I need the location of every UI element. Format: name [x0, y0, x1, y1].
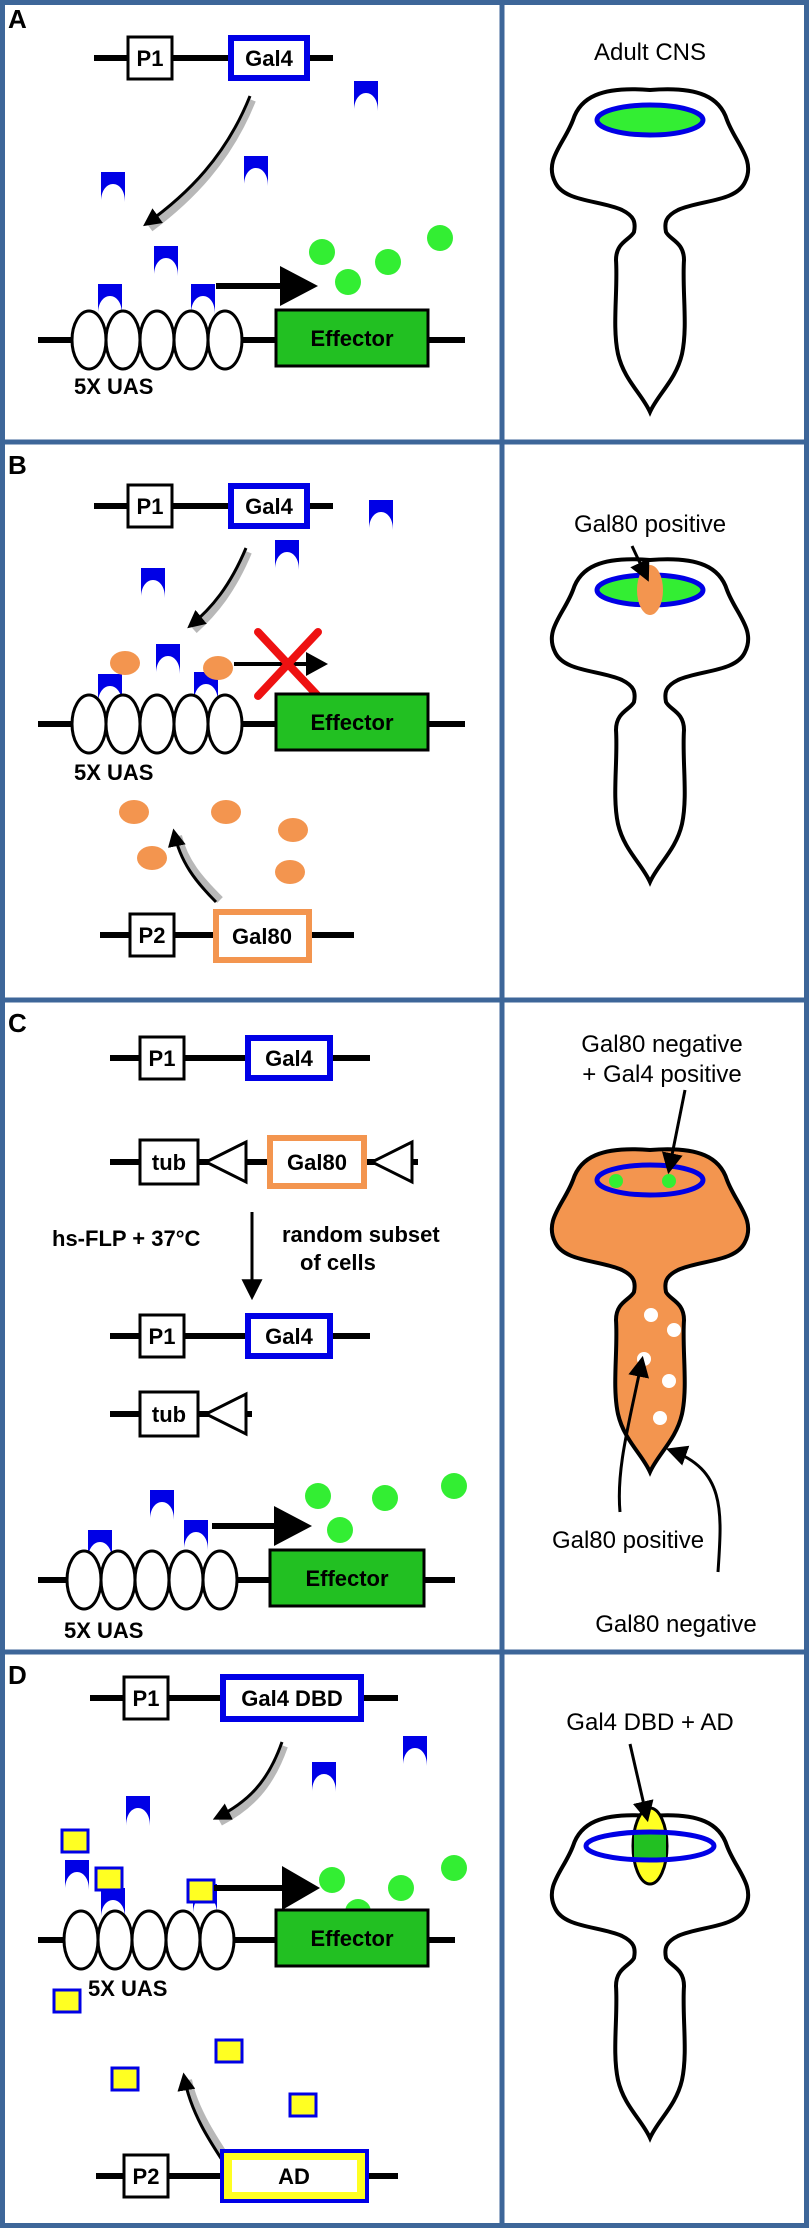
panel-a-gfp: [309, 225, 453, 295]
panel-a-effector-label: Effector: [310, 326, 394, 351]
panel-b-cns-pointer: [630, 545, 650, 582]
panel-c-flipout-construct: tub Gal80: [110, 1135, 418, 1189]
panel-b-gal80-arrow: [168, 828, 218, 904]
panel-d-ad-label: AD: [278, 2164, 310, 2189]
panel-a-cns-caption: Adult CNS: [594, 39, 706, 66]
panel-c-cns-pointer: [661, 1089, 687, 1175]
panel-d-transcription-arrow: [282, 1866, 320, 1910]
panel-b-cns-caption: Gal80 positive: [574, 511, 726, 538]
panel-d-dbd-construct: P1 Gal4 DBD: [90, 1674, 398, 1722]
panel-a-transcription-arrow: [280, 266, 318, 306]
panel-d-cns: [549, 1806, 751, 2140]
panel-b-gal4-label: Gal4: [245, 494, 293, 519]
panel-c-gal4-after-label: Gal4: [265, 1324, 313, 1349]
panel-a-letter: A: [8, 4, 27, 34]
panel-c-transcription-arrow: [274, 1506, 312, 1546]
panel-c-pos-label: Gal80 positive: [552, 1527, 704, 1554]
panel-b-cns: [549, 557, 751, 884]
panel-c-cns-caption-line1: Gal80 negative: [581, 1031, 742, 1058]
panel-c-promoter-label: P1: [149, 1046, 176, 1071]
panel-c-effector-label: Effector: [305, 1566, 389, 1591]
panel-a-gal4-label: Gal4: [245, 46, 293, 71]
panel-b-p2-label: P2: [139, 923, 166, 948]
panel-b-binding-arrow: [187, 547, 248, 629]
panel-d-cns-caption: Gal4 DBD + AD: [566, 1709, 733, 1736]
panel-a-uas-label: 5X UAS: [74, 374, 153, 399]
panel-a-promoter-label: P1: [137, 46, 164, 71]
panel-c-driver-after: P1 Gal4: [110, 1313, 370, 1359]
panel-b-gal80-label: Gal80: [232, 924, 292, 949]
panel-d-effector-label: Effector: [310, 1926, 394, 1951]
panel-a: A P1 Gal4: [8, 4, 751, 414]
panel-b-gal4-proteins: [98, 500, 393, 704]
panel-b-reporter: Effector 5X UAS: [38, 628, 465, 785]
panel-c-uas-label: 5X UAS: [64, 1618, 143, 1643]
panel-c-driver-construct: P1 Gal4: [110, 1035, 370, 1081]
panel-c-subset-line2: of cells: [300, 1250, 376, 1275]
panel-d-binding-arrow: [212, 1741, 284, 1820]
panel-c-excised-construct: tub: [110, 1390, 252, 1438]
panel-a-driver-construct: P1 Gal4: [94, 35, 333, 81]
panel-c-pos-pointer: [617, 1355, 650, 1513]
panel-d: D P1 Gal4 DBD: [8, 1660, 751, 2203]
panel-d-ad-construct: P2 AD: [96, 2149, 398, 2203]
panel-b-effector-label: Effector: [310, 710, 394, 735]
panel-a-binding-arrow: [143, 95, 252, 227]
panel-c-tub-after-label: tub: [152, 1402, 186, 1427]
panel-b: B P1 Gal4: [8, 450, 751, 963]
panel-c-cns: [549, 1131, 751, 1474]
panel-c-neg-pointer: [666, 1445, 722, 1573]
panel-c-reporter: Effector 5X UAS: [38, 1506, 455, 1643]
panel-c-frt-left: [202, 1139, 248, 1185]
panel-c-letter: C: [8, 1008, 27, 1038]
panel-c-gfp: [305, 1473, 467, 1543]
panel-c-gal4-label: Gal4: [265, 1046, 313, 1071]
panel-c-cns-caption-line2: + Gal4 positive: [582, 1061, 741, 1088]
panel-d-promoter-label: P1: [133, 1686, 160, 1711]
panel-a-cns: [549, 87, 751, 414]
panel-c-subset-line1: random subset: [282, 1222, 440, 1247]
panel-b-uas-label: 5X UAS: [74, 760, 153, 785]
panel-a-reporter: Effector 5X UAS: [38, 266, 465, 399]
panel-d-dbd-label: Gal4 DBD: [241, 1686, 342, 1711]
panel-c-gal80-label: Gal80: [287, 1150, 347, 1175]
panel-c-promoter-after-label: P1: [149, 1324, 176, 1349]
panel-c-neg-label: Gal80 negative: [595, 1611, 756, 1638]
panel-b-gal80-proteins: [119, 800, 308, 884]
panel-d-uas-label: 5X UAS: [88, 1976, 167, 2001]
panel-d-reporter: Effector 5X UAS: [38, 1866, 455, 2001]
panel-b-letter: B: [8, 450, 27, 480]
panel-b-gal80-construct: P2 Gal80: [100, 909, 354, 963]
panel-c-heatshock-label: hs-FLP + 37°C: [52, 1226, 200, 1251]
panel-d-letter: D: [8, 1660, 27, 1690]
panel-d-ad-proteins: [52, 1828, 318, 2118]
panel-b-promoter-label: P1: [137, 494, 164, 519]
panel-b-driver-construct: P1 Gal4: [94, 483, 333, 529]
panel-b-block-x: [254, 628, 322, 700]
panel-d-p2-label: P2: [133, 2164, 160, 2189]
panel-b-blocked-arrow: [306, 652, 328, 676]
panel-d-cns-pointer: [628, 1743, 654, 1823]
panel-c-frt-right: [368, 1139, 414, 1185]
panel-b-gal80-on-uas: [110, 651, 233, 680]
panel-c-gal4-proteins: [88, 1490, 208, 1560]
panel-c-tub-label: tub: [152, 1150, 186, 1175]
panel-c: C P1 Gal4 tub Gal80 hs-FLP + 37°C random…: [8, 1008, 757, 1643]
